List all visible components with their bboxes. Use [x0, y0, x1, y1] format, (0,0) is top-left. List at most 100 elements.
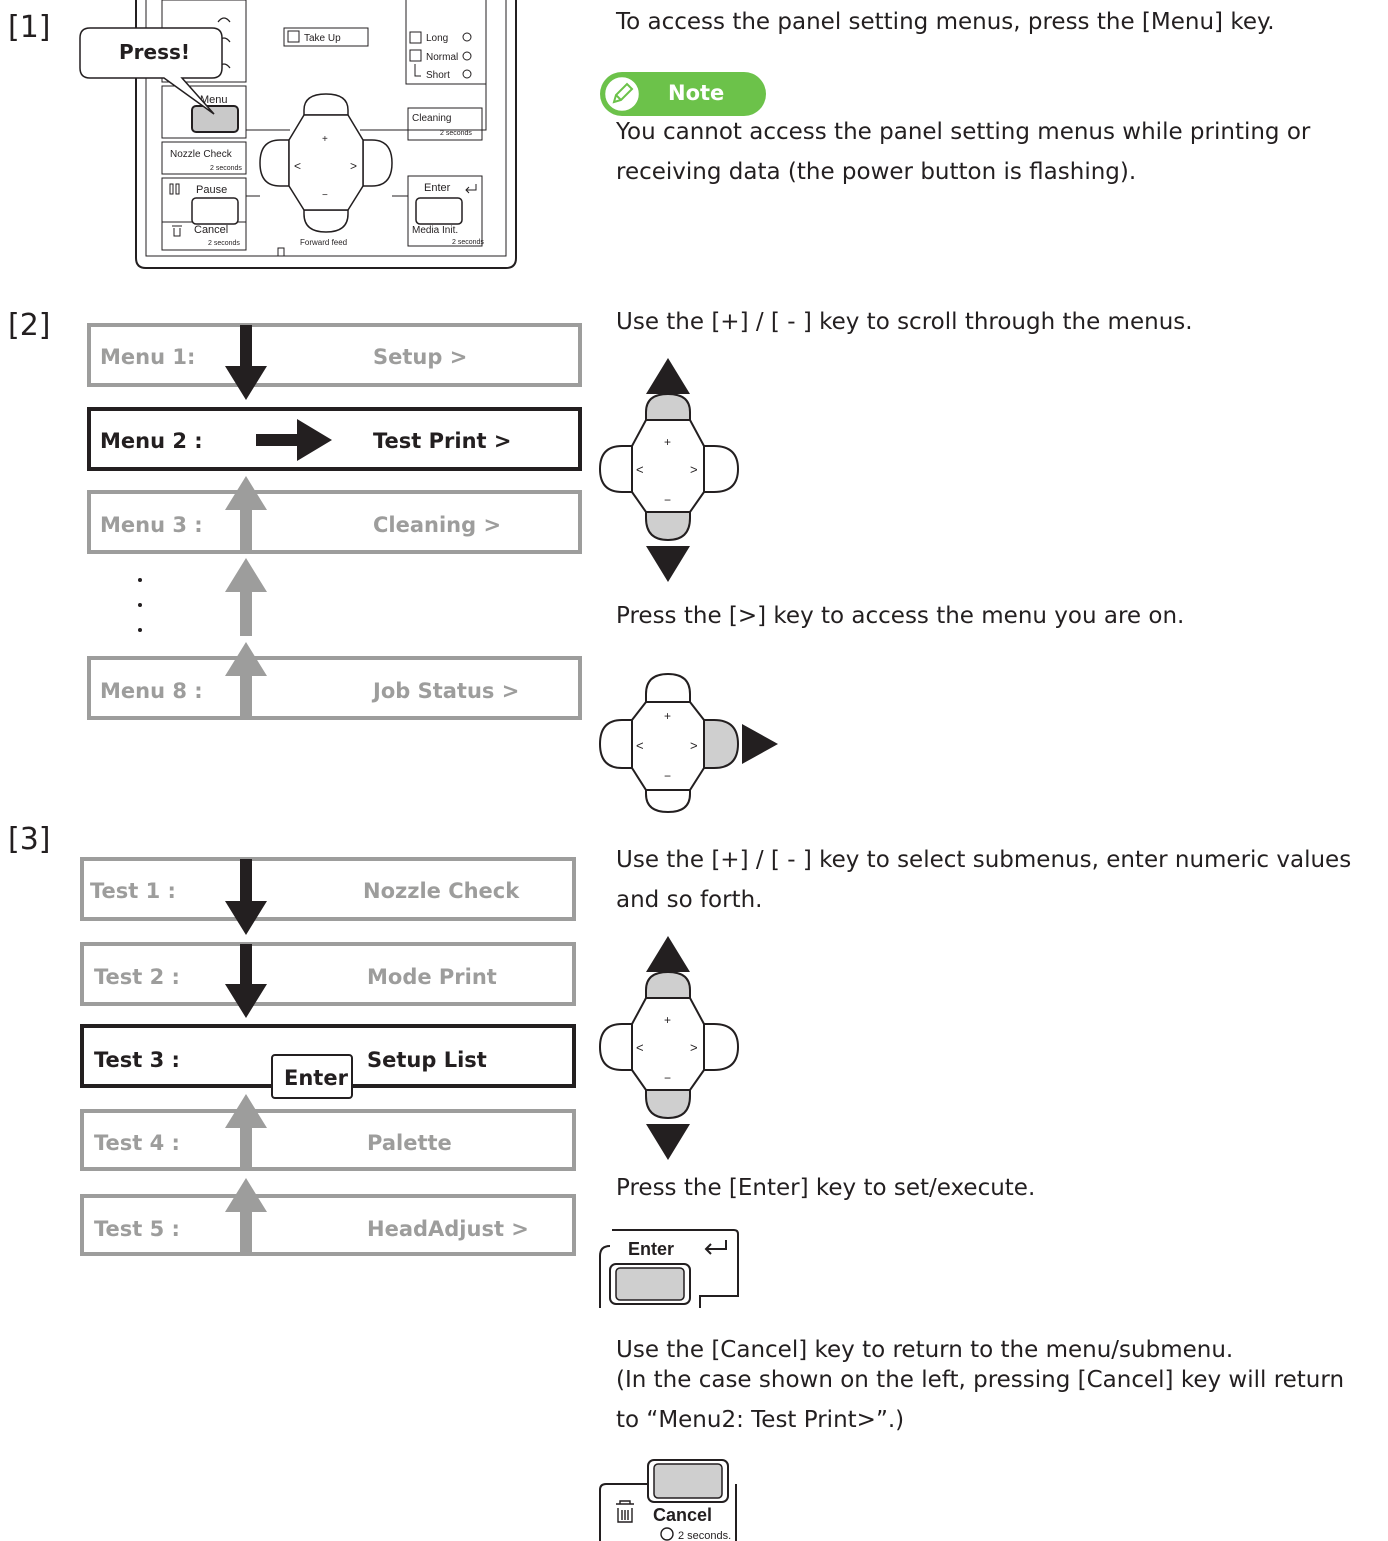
svg-text:<: < — [636, 738, 644, 753]
menu-3-box — [87, 490, 582, 554]
plus-key[interactable] — [645, 970, 691, 999]
test-3-value: Setup List — [367, 1048, 487, 1072]
down-arrow-icon — [225, 859, 267, 935]
menu-2-value: Test Print > — [373, 429, 511, 453]
menu-3-label: Menu 3 : — [100, 513, 203, 537]
test-3-label: Test 3 : — [94, 1048, 180, 1072]
note-text: You cannot access the panel setting menu… — [616, 119, 1311, 185]
plus-key[interactable] — [645, 392, 691, 421]
step-3-number: [3] — [8, 822, 51, 857]
test-menu-diagram: Enter Test 1 : Nozzle Check Test 2 : Mod… — [80, 857, 576, 1256]
pencil-icon — [602, 74, 642, 114]
control-panel-illustration: Menu Nozzle Check 2 seconds Pause Cancel… — [79, 0, 517, 269]
up-arrow-icon — [225, 1178, 267, 1254]
panel-enter-key[interactable] — [415, 197, 463, 225]
clock-icon — [660, 1527, 674, 1541]
left-key[interactable] — [598, 719, 633, 769]
up-arrow-icon — [225, 1094, 267, 1169]
note-label: Note — [668, 81, 725, 105]
menu-8-value: Job Status > — [371, 679, 519, 703]
step-2-access-instruction: Press the [>] key to access the menu you… — [616, 603, 1185, 629]
menu-1-value: Setup > — [373, 345, 467, 369]
panel-pause-label: Pause — [196, 184, 227, 196]
step-3-cancel-note: (In the case shown on the left, pressing… — [616, 1367, 1345, 1433]
test-2-box — [80, 942, 576, 1006]
test-2-value: Mode Print — [367, 965, 497, 989]
right-key[interactable] — [703, 719, 740, 769]
panel-media-init-label: Media Init. — [412, 225, 458, 236]
svg-text:+: + — [664, 435, 671, 449]
cancel-key[interactable] — [653, 1463, 723, 1499]
test-2-label: Test 2 : — [94, 965, 180, 989]
right-arrow-icon — [256, 419, 332, 461]
svg-text:>: > — [690, 1040, 698, 1055]
panel-menu-label: Menu — [200, 94, 228, 106]
menu-1-box — [87, 323, 582, 387]
panel-take-up-label: Take Up — [304, 33, 341, 44]
menu-8-box — [87, 656, 582, 720]
dpad-select-diagram: + − < > — [598, 936, 740, 1160]
step-3-select-instruction: Use the [+] / [ - ] key to select submen… — [616, 847, 1352, 913]
left-key[interactable] — [598, 445, 633, 493]
left-key[interactable] — [598, 1023, 633, 1071]
svg-text:−: − — [664, 769, 671, 783]
menu-8-label: Menu 8 : — [100, 679, 203, 703]
right-key[interactable] — [703, 445, 740, 493]
svg-text:2 seconds: 2 seconds — [208, 240, 240, 247]
up-arrow-icon — [225, 476, 267, 552]
step-2-scroll-instruction: Use the [+] / [ - ] key to scroll throug… — [616, 309, 1193, 335]
test-1-box — [80, 857, 576, 921]
enter-key-box — [271, 1054, 353, 1099]
minus-key[interactable] — [645, 789, 691, 814]
test-4-value: Palette — [367, 1131, 452, 1155]
svg-text:<: < — [636, 1040, 644, 1055]
minus-key[interactable] — [645, 511, 691, 542]
enter-button-label: Enter — [628, 1239, 674, 1259]
svg-text:−: − — [664, 1071, 671, 1085]
panel-cancel-label: Cancel — [194, 224, 228, 236]
dpad-right-diagram: + − < > — [598, 672, 778, 814]
svg-text:>: > — [690, 738, 698, 753]
svg-text:+: + — [664, 1013, 671, 1027]
panel-long-label: Long — [426, 33, 448, 44]
trash-icon — [616, 1500, 634, 1523]
press-callout — [79, 27, 223, 115]
svg-text:<: < — [294, 159, 301, 173]
minus-key[interactable] — [645, 1089, 691, 1120]
panel-forward-feed-label: Forward feed — [300, 238, 347, 247]
menu-2-label: Menu 2 : — [100, 429, 203, 453]
svg-text:>: > — [690, 462, 698, 477]
dpad-up-down-diagram: + − < > — [598, 358, 740, 582]
note-pill: Note — [600, 72, 766, 116]
right-key[interactable] — [703, 1023, 740, 1071]
plus-key[interactable] — [645, 672, 691, 703]
cancel-button-label: Cancel — [653, 1505, 712, 1525]
test-5-value: HeadAdjust > — [367, 1217, 529, 1241]
return-arrow-icon — [704, 1240, 727, 1255]
panel-enter-label: Enter — [424, 182, 451, 194]
svg-text:2 seconds: 2 seconds — [452, 239, 484, 246]
down-arrow-icon — [646, 1124, 690, 1160]
enter-key-label: Enter — [284, 1066, 349, 1090]
svg-text:2 seconds: 2 seconds — [440, 130, 472, 137]
panel-dpad: + − < > — [259, 93, 393, 233]
panel-short-label: Short — [426, 70, 450, 81]
test-1-label: Test 1 : — [90, 879, 176, 903]
panel-normal-label: Normal — [426, 52, 458, 63]
menu-3-value: Cleaning > — [373, 513, 501, 537]
up-arrow-icon — [225, 642, 267, 718]
menu-1-label: Menu 1: — [100, 345, 195, 369]
panel-nozzle-check-label: Nozzle Check — [170, 149, 233, 160]
enter-key[interactable] — [615, 1267, 685, 1301]
svg-text:2 seconds: 2 seconds — [210, 165, 242, 172]
down-arrow-icon — [225, 944, 267, 1018]
test-5-label: Test 5 : — [94, 1217, 180, 1241]
panel-menu-key[interactable] — [191, 105, 239, 133]
panel-pause-cancel-key[interactable] — [191, 197, 239, 225]
down-arrow-icon — [646, 546, 690, 582]
test-1-value: Nozzle Check — [363, 879, 520, 903]
menu-2-box — [87, 407, 582, 471]
step-1-instruction: To access the panel setting menus, press… — [616, 9, 1275, 35]
step-2-number: [2] — [8, 308, 51, 343]
step-3-enter-instruction: Press the [Enter] key to set/execute. — [616, 1175, 1036, 1201]
